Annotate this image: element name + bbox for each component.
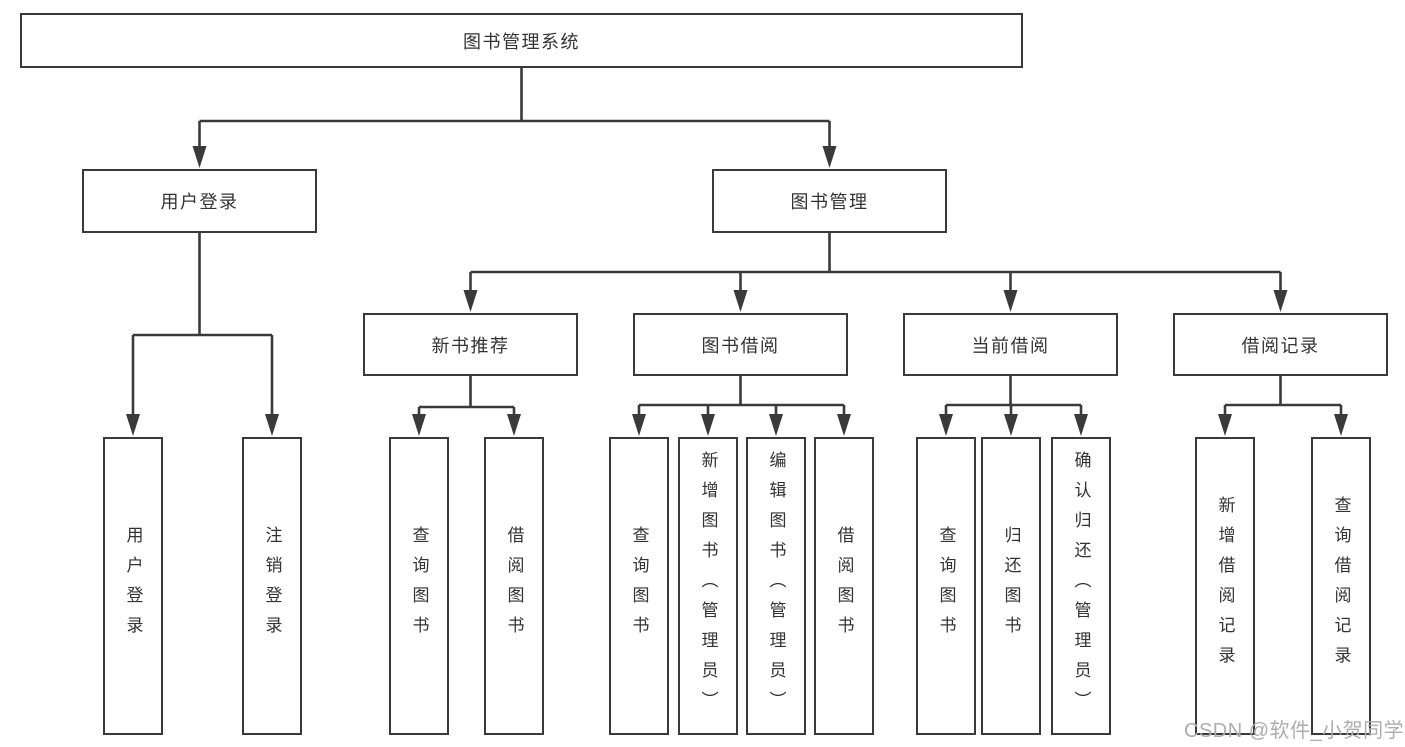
connector-new-book-rec-children xyxy=(412,376,521,436)
leaf-query-books-cb: 查询图书 xyxy=(916,437,976,735)
leaf-query-borrow-record: 查询借阅记录 xyxy=(1311,437,1371,735)
node-borrow-record: 借阅记录 xyxy=(1173,313,1388,376)
leaf-return-book: 归还图书 xyxy=(981,437,1041,735)
connector-borrow-record-children xyxy=(1218,376,1348,436)
leaf-query-books-rec: 查询图书 xyxy=(389,437,449,735)
node-book-borrow-label: 图书借阅 xyxy=(701,335,780,356)
node-current-borrow-label: 当前借阅 xyxy=(971,335,1050,356)
leaf-logout: 注销登录 xyxy=(242,437,302,735)
node-book-borrow: 图书借阅 xyxy=(633,313,848,376)
node-root-label: 图书管理系统 xyxy=(463,31,580,52)
connector-book-borrow-children xyxy=(632,376,851,436)
node-new-book-rec: 新书推荐 xyxy=(363,313,578,376)
node-book-mgmt: 图书管理 xyxy=(712,169,947,233)
leaf-add-book-admin: 新增图书（管理员） xyxy=(678,437,738,735)
connector-book-mgmt-children xyxy=(463,233,1288,312)
node-book-mgmt-label: 图书管理 xyxy=(790,192,869,212)
node-new-book-rec-label: 新书推荐 xyxy=(431,335,510,356)
connector-current-borrow-children xyxy=(939,376,1088,436)
leaf-query-books-bb: 查询图书 xyxy=(609,437,669,735)
leaf-borrow-books-rec: 借阅图书 xyxy=(484,437,544,735)
leaf-borrow-books-bb: 借阅图书 xyxy=(814,437,874,735)
node-root-system: 图书管理系统 xyxy=(20,13,1023,68)
node-current-borrow: 当前借阅 xyxy=(903,313,1118,376)
node-user-login: 用户登录 xyxy=(82,169,317,233)
leaf-confirm-return-admin: 确认归还（管理员） xyxy=(1051,437,1111,735)
connector-root-to-level2 xyxy=(192,68,837,168)
watermark: CSDN @软件_小贺同学 xyxy=(1184,720,1405,742)
leaf-edit-book-admin: 编辑图书（管理员） xyxy=(746,437,806,735)
leaf-user-login: 用户登录 xyxy=(103,437,163,735)
connector-user-login-children xyxy=(126,233,279,436)
node-borrow-record-label: 借阅记录 xyxy=(1241,335,1320,356)
node-user-login-label: 用户登录 xyxy=(160,192,239,212)
leaf-add-borrow-record: 新增借阅记录 xyxy=(1195,437,1255,735)
